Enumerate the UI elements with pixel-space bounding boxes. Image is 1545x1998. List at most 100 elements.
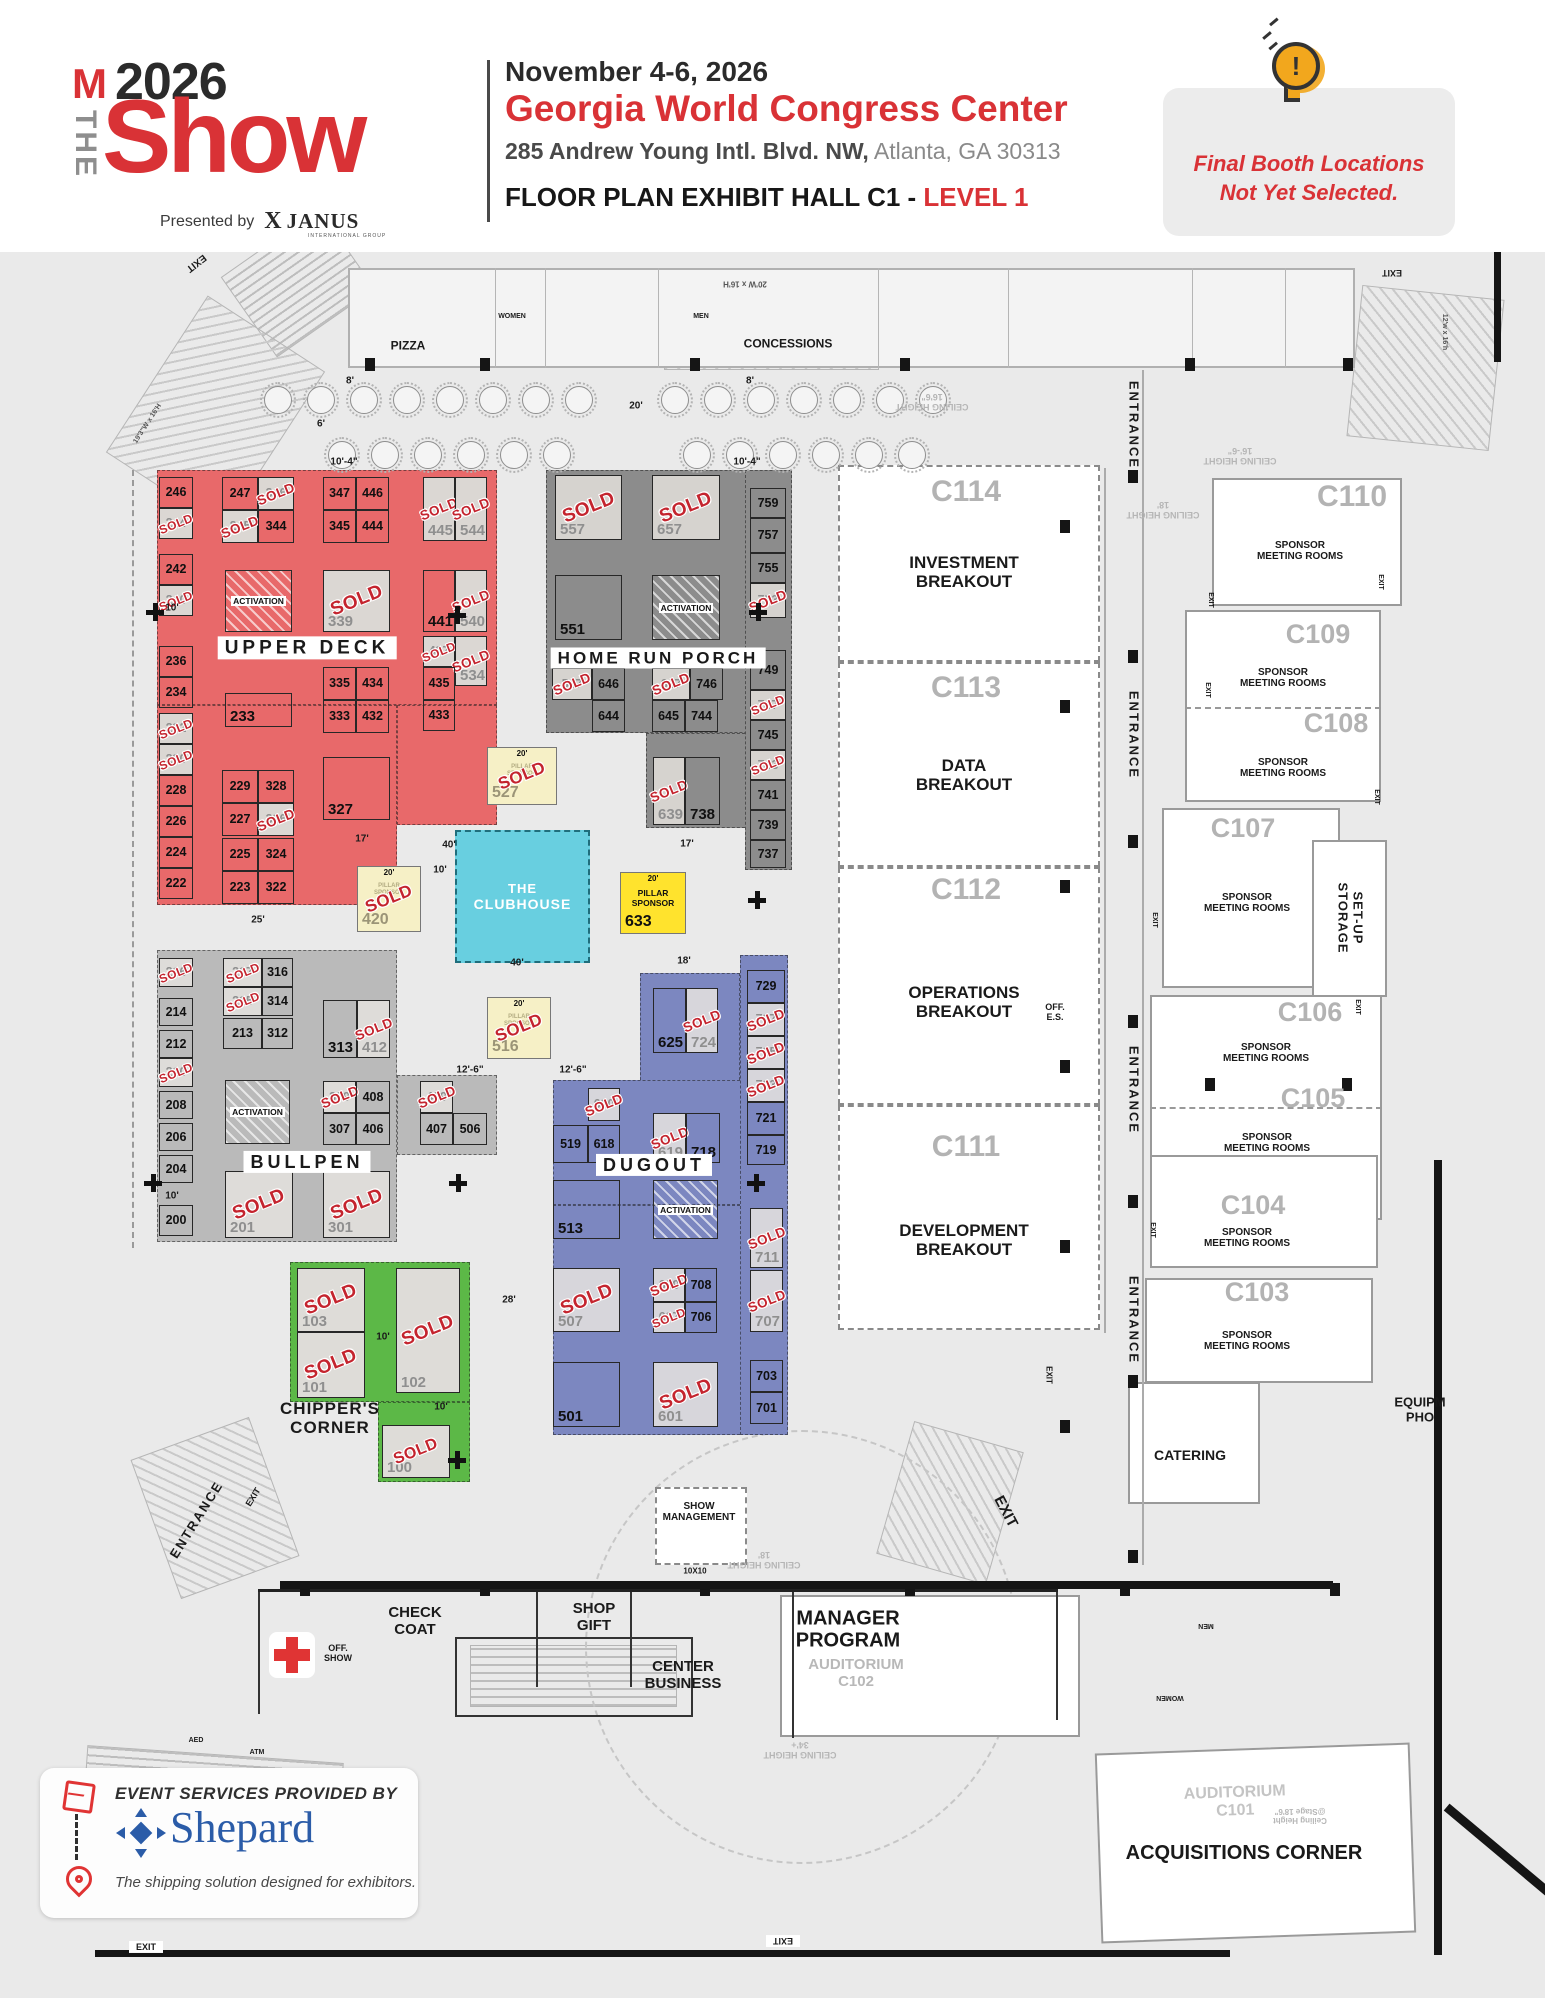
wall-line [258, 1592, 260, 1714]
map-label: 40' [442, 839, 456, 851]
venue-name: Georgia World Congress Center [505, 88, 1068, 129]
booth-755: 755 [750, 553, 786, 583]
banquet-table-icon [808, 437, 844, 473]
map-label: EXIT [1150, 912, 1158, 928]
map-label: EXIT [1372, 789, 1380, 805]
map-label: C112 [930, 873, 1002, 907]
room-box [1212, 478, 1402, 606]
column-marker [905, 1583, 915, 1596]
banquet-table-icon [894, 437, 930, 473]
map-label: OFF. E.S. [1045, 1001, 1065, 1022]
room-box [780, 1595, 1080, 1737]
wall-line [1008, 268, 1009, 368]
map-label: SPONSOR MEETING ROOMS [1203, 1226, 1291, 1249]
map-label: UPPER DECK [217, 636, 397, 660]
booth-406: 406 [356, 1113, 390, 1145]
room-box [838, 867, 1100, 1105]
map-label: EXIT [1044, 1366, 1054, 1384]
wall-line [455, 1715, 693, 1717]
map-label: C110 [1316, 480, 1388, 514]
map-label: AUDITORIUM C101 [1183, 1782, 1286, 1820]
booth-506: 506 [453, 1113, 487, 1145]
booth-227: 227 [222, 803, 258, 836]
banquet-table-icon [657, 382, 693, 418]
address-street: 285 Andrew Young Intl. Blvd. NW, [505, 138, 869, 164]
logo-m: M [72, 60, 107, 107]
header-divider [487, 60, 490, 222]
booth-721: 721 [747, 1102, 785, 1135]
map-label: BULLPEN [243, 1150, 371, 1174]
map-label: 8' [746, 375, 754, 387]
plan-title-text: FLOOR PLAN EXHIBIT HALL C1 - [505, 182, 924, 212]
map-label: 28' [502, 1294, 516, 1306]
provided-by-text: EVENT SERVICES PROVIDED BY [115, 1784, 398, 1803]
map-label: AUDITORIUM C102 [808, 1656, 904, 1690]
room-box [1150, 1155, 1378, 1268]
activation-area: ACTIVATION [652, 575, 720, 640]
map-label: EXIT [1376, 574, 1384, 590]
banquet-table-icon [346, 382, 382, 418]
booth-625: 625 [653, 988, 686, 1053]
activation-area: ACTIVATION [653, 1180, 718, 1239]
column-marker [480, 358, 490, 371]
room-box [348, 268, 1355, 368]
banquet-table-icon [432, 382, 468, 418]
column-marker [1128, 835, 1138, 848]
map-label: CHIPPER'S CORNER [280, 1398, 380, 1437]
shepard-badge: EVENT SERVICES PROVIDED BY Shepard The s… [40, 1768, 418, 1918]
map-label: 17' [355, 833, 369, 845]
wall [1434, 1160, 1442, 1955]
map-label: C108 [1303, 707, 1369, 738]
banquet-table-icon [872, 382, 908, 418]
column-marker [1185, 358, 1195, 371]
plan-level: LEVEL 1 [923, 182, 1029, 212]
booth-708: 708 [685, 1268, 717, 1302]
banquet-table-icon [367, 437, 403, 473]
banquet-table-icon [453, 437, 489, 473]
map-label: ENTRANCE [1126, 1275, 1142, 1365]
logo-year: 2026 [115, 53, 228, 111]
wall-line [1185, 707, 1381, 709]
booth-222: 222 [159, 868, 193, 899]
map-label: HOME RUN PORCH [550, 647, 766, 669]
banquet-table-icon [915, 382, 951, 418]
booth-408: 408 [356, 1081, 390, 1113]
booth-242: 242 [159, 554, 193, 585]
wall-line [455, 1637, 693, 1639]
map-label: 20'W x 16'H [723, 279, 767, 289]
banquet-table-icon [539, 437, 575, 473]
map-label: PIZZA [390, 338, 426, 353]
room-box [1312, 840, 1387, 997]
logo-presented-by: Presented by X JANUS [160, 208, 359, 235]
alert-icon [1272, 42, 1324, 102]
banquet-table-icon [303, 382, 339, 418]
map-label: ATM [249, 1749, 265, 1757]
column-marker [1128, 1550, 1138, 1563]
column-marker [1060, 1060, 1070, 1073]
location-pin-icon [60, 1860, 98, 1898]
wall [95, 1950, 1230, 1957]
booth-444: 444 [356, 510, 389, 543]
map-label: EXIT [1353, 999, 1361, 1015]
map-label: EXIT [183, 251, 209, 275]
booth-441: 441 [423, 570, 455, 632]
